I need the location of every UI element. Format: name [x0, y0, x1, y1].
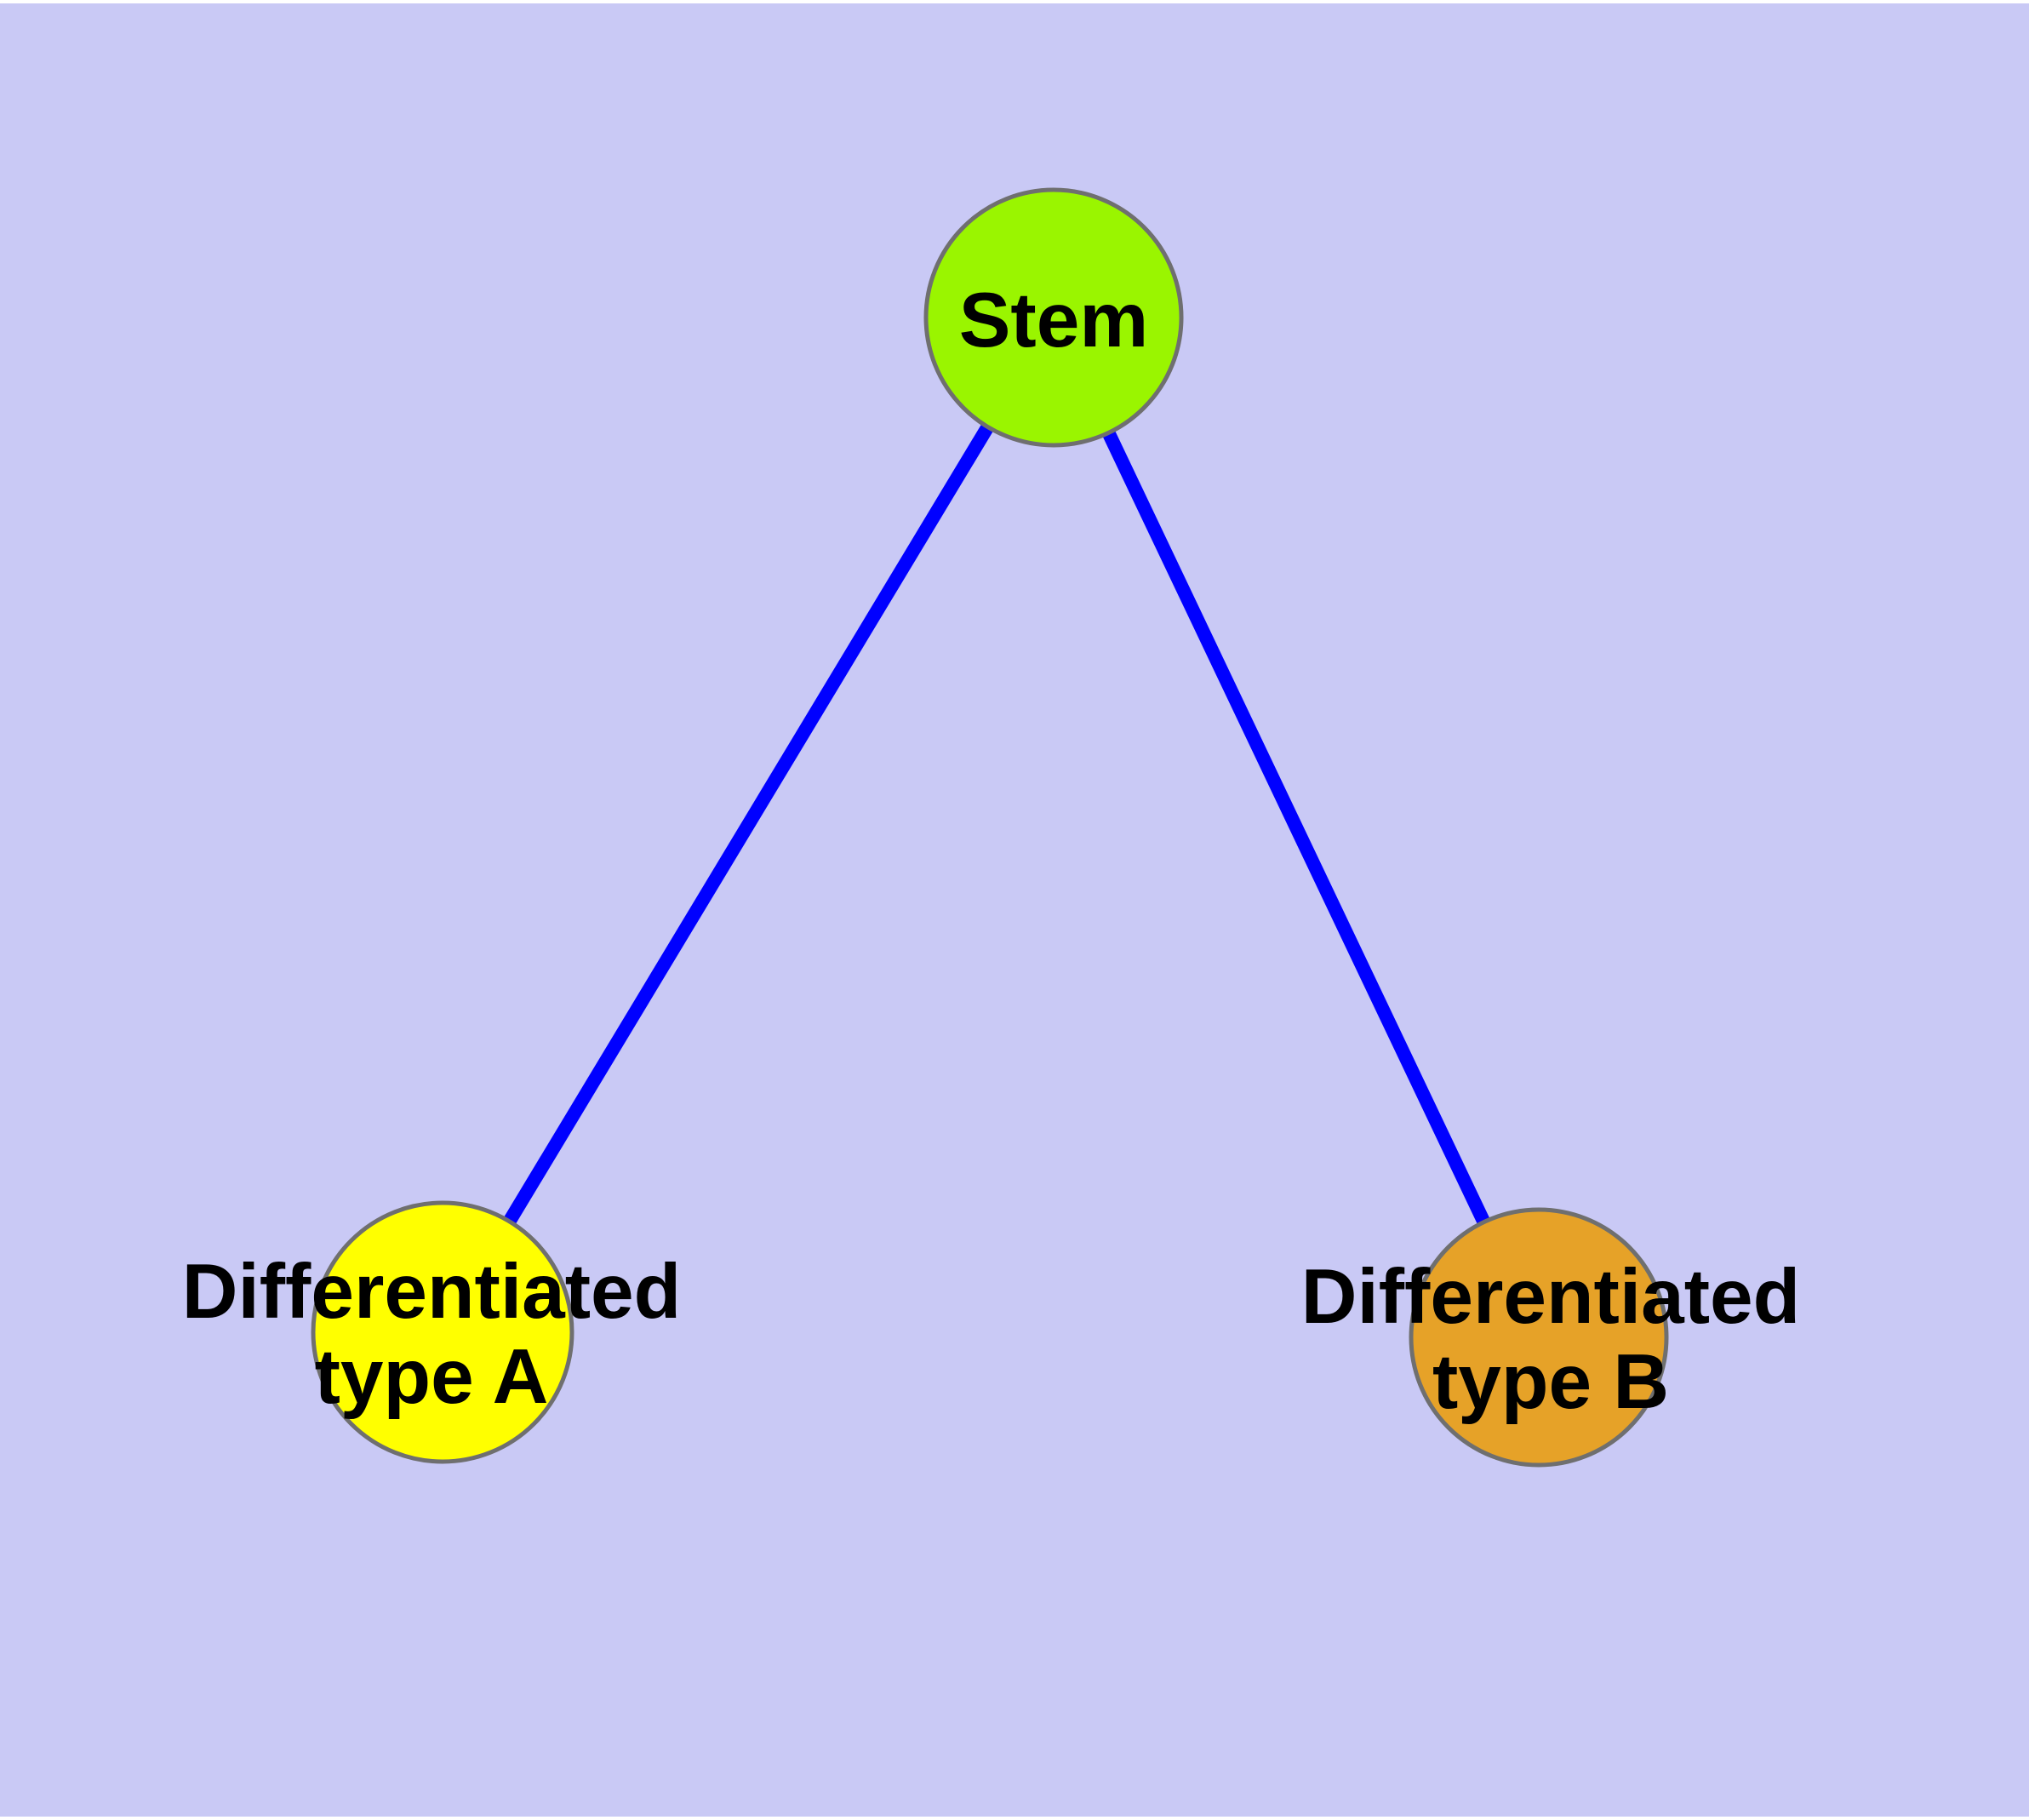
node-differentiated-type-b	[1409, 1207, 1669, 1468]
node-differentiated-type-a-label-line2: type A	[315, 1334, 549, 1420]
label-layer: Stem Differentiated type A Differentiate…	[182, 278, 1801, 1425]
node-differentiated-type-b-label-line2: type B	[1432, 1339, 1669, 1425]
edge-stem-to-differentiated-type-b	[1047, 314, 1546, 1341]
node-differentiated-type-a	[311, 1200, 574, 1464]
node-stem	[923, 187, 1184, 448]
edge-layer	[437, 313, 1546, 1341]
node-layer	[311, 187, 1669, 1468]
node-stem-label: Stem	[959, 278, 1149, 363]
node-differentiated-type-a-label-line1: Differentiated	[182, 1249, 682, 1335]
edge-stem-to-differentiated-type-a	[437, 313, 1060, 1336]
node-differentiated-type-b-label-line1: Differentiated	[1301, 1254, 1801, 1340]
